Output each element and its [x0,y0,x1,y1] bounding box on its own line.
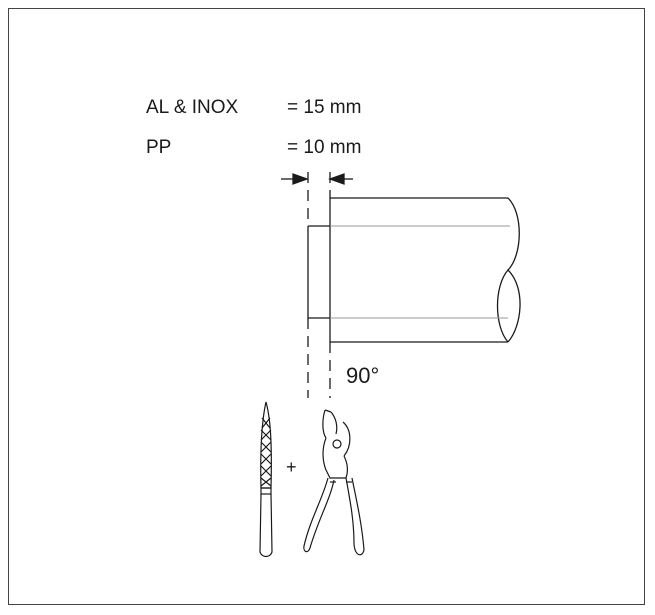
spec-material-al-inox: AL & INOX [146,97,239,118]
spec-value-al-inox: = 15 mm [287,97,362,118]
spec-value-pp: = 10 mm [287,137,362,158]
file-tool-icon [259,401,273,558]
angle-label: 90° [346,363,380,388]
plus-sign: + [286,457,297,477]
pipe [307,197,521,343]
diagram-frame [8,8,645,605]
dimension-arrows [281,173,353,185]
spec-material-pp: PP [146,137,172,158]
cut-guide-lines [307,172,331,398]
tin-snips-icon [303,409,365,556]
pipe-inner-lines [330,225,510,319]
